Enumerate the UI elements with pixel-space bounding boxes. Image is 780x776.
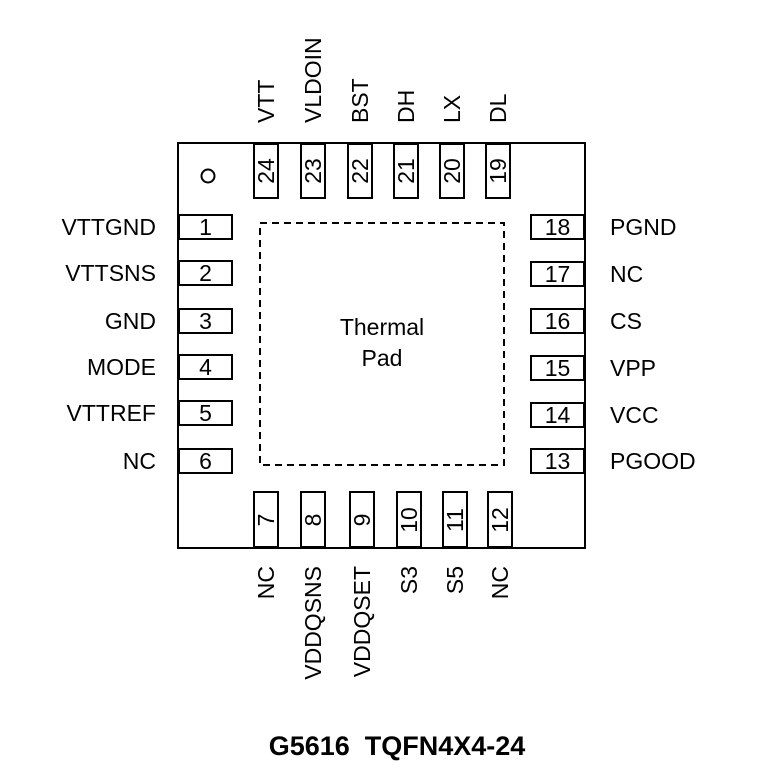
- pin-box-19: [485, 143, 511, 199]
- pin-name-11: S5: [442, 566, 468, 594]
- pin-box-16: [530, 308, 585, 334]
- pin-name-6: NC: [123, 448, 156, 474]
- pin-box-2: [178, 260, 233, 286]
- pin-number-2: 2: [199, 260, 212, 286]
- pin-number-3: 3: [199, 308, 212, 334]
- pin-name-5: VTTREF: [67, 400, 156, 426]
- pin-number-10: 10: [396, 507, 422, 533]
- pin-number-17: 17: [545, 261, 571, 287]
- pin-box-15: [530, 355, 585, 381]
- pin-box-12: [487, 491, 513, 548]
- pin-name-3: GND: [105, 308, 156, 334]
- pin-name-12: NC: [487, 566, 513, 599]
- pin-box-14: [530, 402, 585, 428]
- pin-name-22: BST: [347, 78, 373, 123]
- pin-box-20: [439, 143, 465, 199]
- pin-name-20: LX: [439, 95, 465, 123]
- pin-number-11: 11: [442, 508, 468, 532]
- pin-name-8: VDDQSNS: [300, 566, 326, 680]
- pin-number-24: 24: [253, 158, 279, 184]
- pin-name-17: NC: [610, 261, 643, 287]
- pin-number-15: 15: [545, 355, 571, 381]
- pin-name-18: PGND: [610, 214, 676, 240]
- pin-box-5: [178, 400, 233, 426]
- pin-number-7: 7: [253, 514, 279, 527]
- package-caption: G5616 TQFN4X4-24: [269, 731, 526, 761]
- pin-box-23: [300, 143, 326, 199]
- thermal-pad-label-line2: Pad: [362, 345, 403, 371]
- pin-number-12: 12: [487, 507, 513, 533]
- pin-name-15: VPP: [610, 355, 656, 381]
- pin-name-7: NC: [253, 566, 279, 599]
- pin-number-16: 16: [545, 308, 571, 334]
- pin-number-22: 22: [347, 158, 373, 184]
- pin1-marker-icon: [200, 168, 216, 184]
- pin-name-23: VLDOIN: [300, 37, 326, 123]
- pin-box-17: [530, 261, 585, 287]
- pin-name-16: CS: [610, 308, 642, 334]
- pin-name-1: VTTGND: [61, 214, 156, 240]
- pin-number-20: 20: [439, 158, 465, 184]
- pin-box-1: [178, 214, 233, 240]
- pin-box-10: [396, 491, 422, 548]
- pin-box-8: [300, 491, 326, 548]
- pin-box-6: [178, 448, 233, 474]
- pin-box-24: [253, 143, 279, 199]
- pin-name-13: PGOOD: [610, 448, 696, 474]
- pin-box-21: [393, 143, 419, 199]
- pin-name-4: MODE: [87, 354, 156, 380]
- pin-number-6: 6: [199, 448, 212, 474]
- pin-box-9: [349, 491, 375, 548]
- pin-box-22: [347, 143, 373, 199]
- pin-name-10: S3: [396, 566, 422, 594]
- pin-name-19: DL: [485, 93, 511, 123]
- pin-number-21: 21: [393, 158, 419, 184]
- pin-name-2: VTTSNS: [65, 260, 156, 286]
- pin-name-9: VDDQSET: [349, 566, 375, 677]
- pin-number-5: 5: [199, 400, 212, 426]
- pin-number-14: 14: [545, 402, 571, 428]
- pin-number-19: 19: [485, 158, 511, 184]
- pin-box-11: [442, 491, 468, 548]
- pin-box-4: [178, 354, 233, 380]
- pin-number-8: 8: [300, 514, 326, 527]
- ic-body: [177, 142, 586, 549]
- pin-number-23: 23: [300, 158, 326, 184]
- pin-name-24: VTT: [253, 80, 279, 123]
- pin-number-18: 18: [545, 214, 571, 240]
- pin-box-13: [530, 448, 585, 474]
- pin-number-1: 1: [199, 214, 212, 240]
- pin-box-3: [178, 308, 233, 334]
- pin-number-4: 4: [199, 354, 212, 380]
- pin-number-9: 9: [349, 514, 375, 527]
- pin-number-13: 13: [545, 448, 571, 474]
- pin-box-7: [253, 491, 279, 548]
- pin-name-14: VCC: [610, 402, 659, 428]
- thermal-pad: [259, 222, 505, 466]
- thermal-pad-label-line1: Thermal: [340, 314, 424, 340]
- pin-name-21: DH: [393, 90, 419, 123]
- pin-box-18: [530, 214, 585, 240]
